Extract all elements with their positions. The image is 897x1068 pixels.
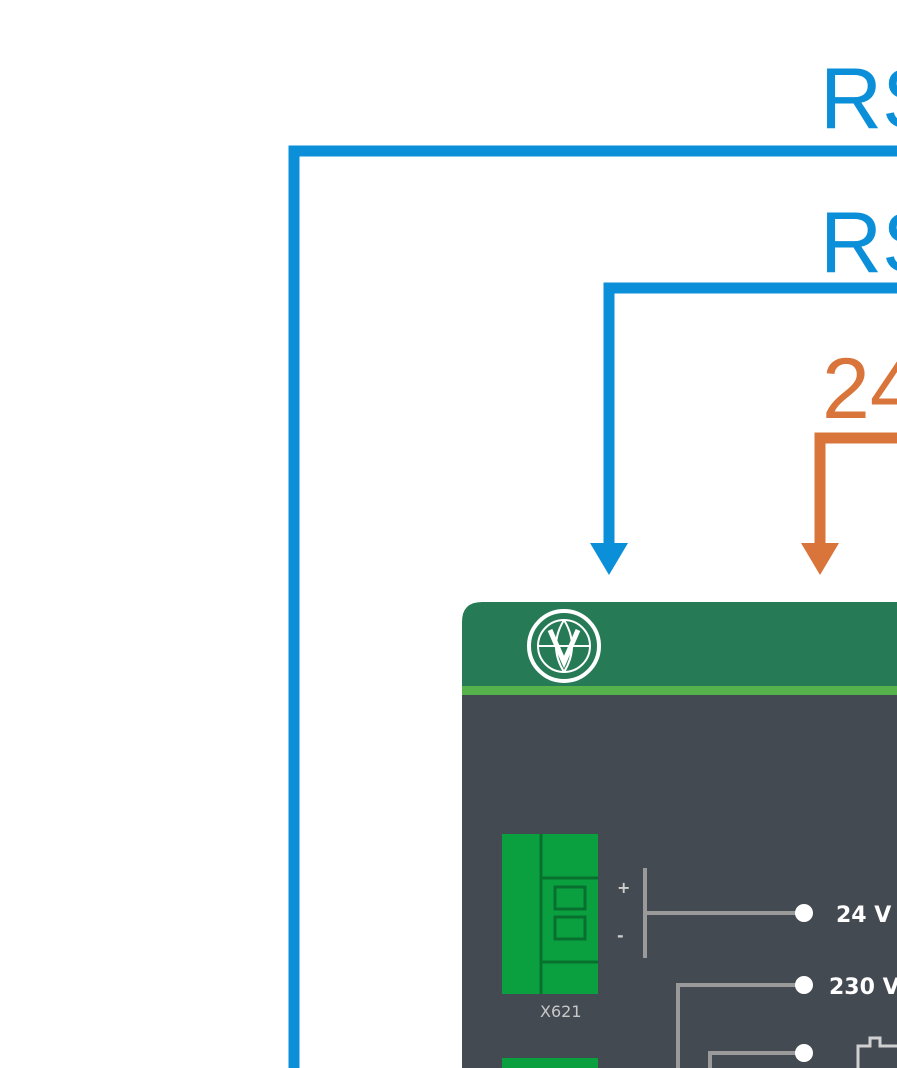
relay-symbol (856, 1036, 897, 1068)
pin-minus-label: - (617, 926, 624, 945)
terminal-230v-label: 230 V (829, 975, 897, 1000)
connector-lower (502, 1058, 598, 1068)
device-header (462, 602, 897, 686)
device-module: X621 + - 24 V 230 V (462, 602, 897, 1068)
connector-label: X621 (540, 1002, 582, 1021)
supply-24-line (814, 432, 897, 548)
internal-wiring (643, 868, 897, 1068)
rs-middle-line (603, 282, 897, 548)
globe-v-logo-icon (527, 609, 601, 683)
rs-top-label: RS (820, 51, 897, 147)
rs-middle-arrowhead (590, 543, 628, 575)
pin-plus-label: + (617, 878, 630, 897)
connector-x621 (502, 834, 598, 994)
supply-24-arrowhead (801, 543, 839, 575)
terminal-24v-label: 24 V (836, 903, 891, 928)
rs-middle-label: RS (820, 195, 897, 291)
device-header-accent (462, 686, 897, 695)
rs-outer-line (288, 145, 897, 1068)
supply-24-label: 24 (822, 341, 897, 437)
